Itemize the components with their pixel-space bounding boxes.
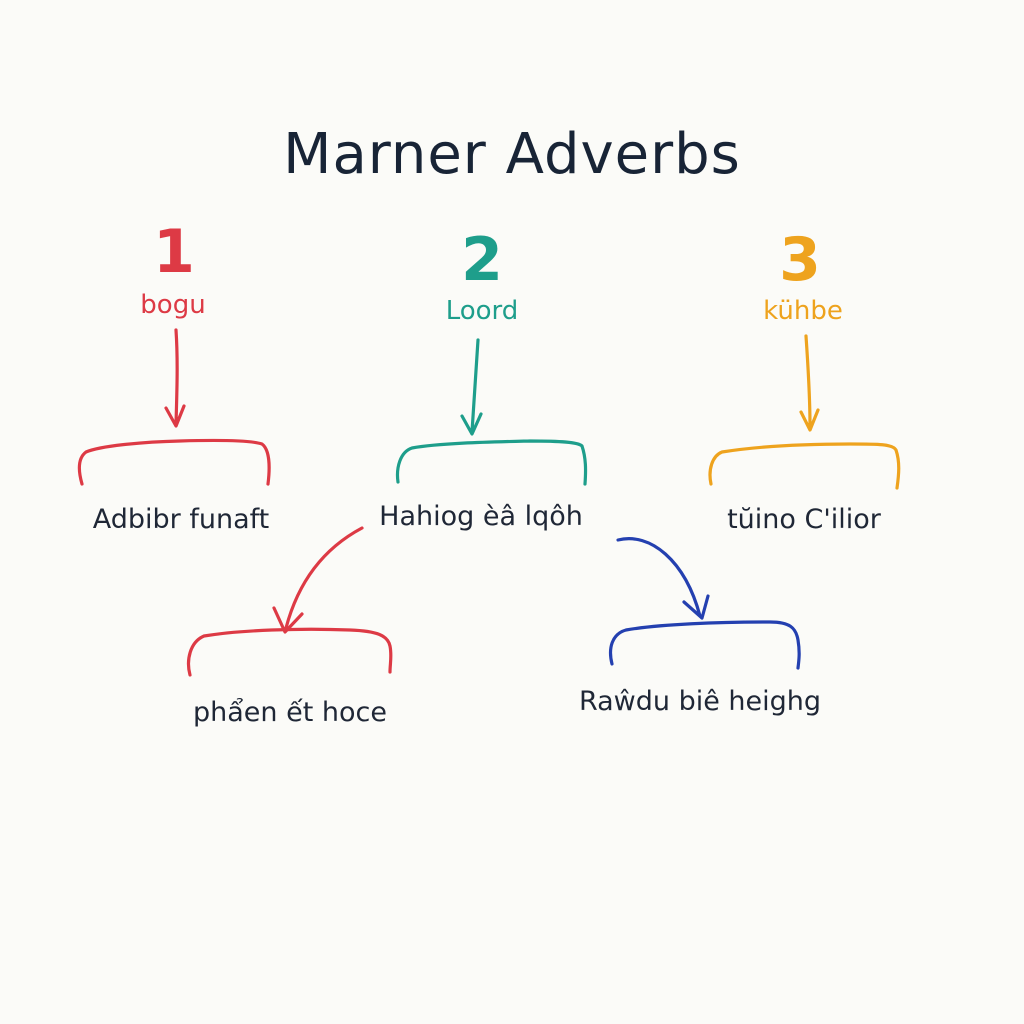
bracket-1 bbox=[77, 438, 271, 486]
step-label-3: kühbe bbox=[763, 296, 843, 326]
step-number-2: 2 bbox=[461, 225, 503, 295]
branch-term-left: phẩen ết hoce bbox=[193, 697, 387, 728]
branch-term-right: Raŵdu biê heighg bbox=[578, 686, 822, 717]
arrow-branch-left bbox=[272, 526, 364, 634]
bracket-branch-left bbox=[186, 627, 393, 677]
term-2: Hahiog èâ lqôh bbox=[379, 501, 583, 532]
diagram-title: Marner Adverbs bbox=[283, 122, 741, 187]
bracket-3 bbox=[708, 442, 901, 490]
arrow-down-3 bbox=[799, 334, 820, 432]
arrow-down-2 bbox=[460, 338, 483, 436]
step-number-1: 1 bbox=[153, 217, 195, 287]
step-label-1: bogu bbox=[140, 290, 206, 320]
step-label-2: Loord bbox=[445, 296, 519, 326]
bracket-branch-right bbox=[608, 620, 801, 670]
term-3: tŭino C'ilior bbox=[727, 504, 881, 535]
arrow-down-1 bbox=[164, 328, 186, 428]
step-number-3: 3 bbox=[779, 225, 821, 295]
term-1: Adbibr funaft bbox=[92, 504, 270, 535]
bracket-2 bbox=[395, 439, 588, 486]
arrow-branch-right bbox=[616, 537, 710, 620]
